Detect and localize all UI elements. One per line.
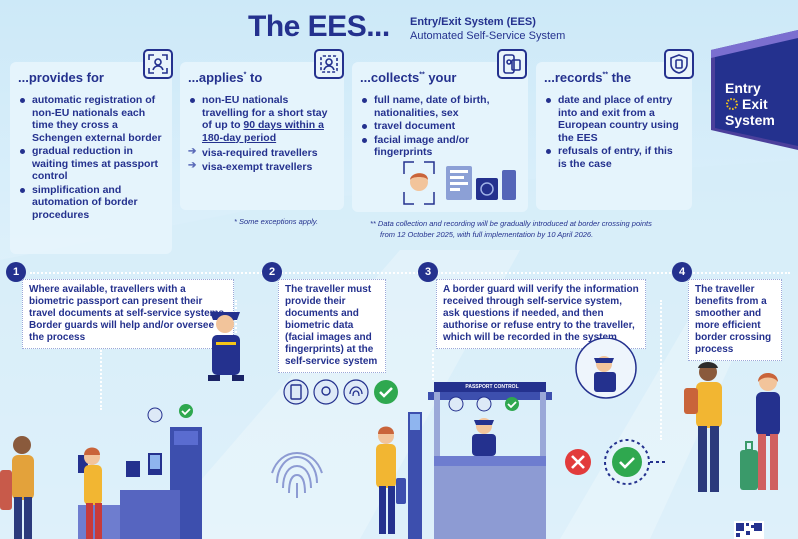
connector-line (30, 272, 790, 274)
biometric-icons-row (283, 379, 398, 405)
applies-title-post: to (246, 70, 263, 85)
passport-control-booth-scene (376, 338, 668, 539)
card-records-list: date and place of entry into and exit fr… (544, 94, 684, 170)
list-item: simplification and automation of border … (18, 184, 164, 222)
card-records-title: ...records** the (544, 70, 684, 85)
list-item: automatic registration of non-EU nationa… (18, 94, 164, 144)
collects-title-pre: ...collects (360, 70, 420, 85)
list-item: facial image and/or fingerprints (360, 134, 520, 159)
records-title-sup: ** (602, 71, 608, 79)
applies-footnote: * Some exceptions apply. (234, 217, 319, 226)
list-item-arrow: visa-required travellers (188, 146, 336, 160)
phone-passport-icon (497, 49, 527, 79)
passport-shield-icon (664, 49, 694, 79)
connector-line (100, 350, 102, 410)
list-item: date and place of entry into and exit fr… (544, 94, 684, 144)
records-title-post: the (607, 70, 632, 85)
ees-flag-badge (711, 30, 798, 150)
subtitle-text: Automated Self-Service System (410, 30, 566, 42)
passport-control-sign: PASSPORT CONTROL (465, 384, 519, 390)
page-subtitle: Entry/Exit System (EES) Automated Self-S… (410, 15, 565, 43)
qr-code (734, 521, 764, 539)
applies-title-pre: ...applies (188, 70, 244, 85)
face-biometrics-illustration (403, 161, 516, 205)
badge-system: System (725, 112, 775, 128)
card-provides: ...provides for automatic registration o… (10, 62, 172, 254)
connector-line (432, 350, 434, 380)
step-number-1: 1 (6, 262, 26, 282)
collects-title-sup: ** (419, 71, 425, 79)
list-item: non-EU nationals travelling for a short … (188, 94, 336, 144)
card-records: ...records** the date and place of entry… (536, 62, 692, 210)
step-number-3: 3 (418, 262, 438, 282)
badge-entry: Entry (725, 80, 761, 96)
step-3-text: A border guard will verify the informati… (436, 279, 646, 349)
badge-exit-row: Exit (725, 96, 775, 112)
applies-item-underlined: 90 days within a 180-day period (202, 119, 324, 144)
card-applies-title: ...applies* to (188, 70, 336, 85)
face-scan-icon (143, 49, 173, 79)
records-title-pre: ...records (544, 70, 603, 85)
happy-travellers-scene (684, 362, 780, 492)
collection-note-line1: ** Data collection and recording will be… (370, 219, 652, 228)
step-number-2: 2 (262, 262, 282, 282)
list-item: travel document (360, 120, 520, 133)
connector-line (660, 300, 662, 440)
face-icon (313, 379, 339, 405)
face-frame-icon (314, 49, 344, 79)
card-collects-list: full name, date of birth, nationalities,… (360, 94, 520, 159)
fingerprint-icon (343, 379, 369, 405)
card-applies-list: non-EU nationals travelling for a short … (188, 94, 336, 173)
self-service-kiosk-scene (0, 404, 202, 539)
ees-badge-text: Entry Exit System (725, 80, 775, 128)
collection-note-line2: from 12 October 2025, with full implemen… (380, 230, 594, 239)
list-item: gradual reduction in waiting times at pa… (18, 145, 164, 183)
applies-title-sup: * (243, 71, 247, 79)
subtitle-bold: Entry/Exit System (EES) (410, 16, 536, 28)
step-2-text: The traveller must provide their documen… (278, 279, 386, 373)
step-number-4: 4 (672, 262, 692, 282)
card-applies: ...applies* to non-EU nationals travelli… (180, 62, 344, 210)
step-4-text: The traveller benefits from a smoother a… (688, 279, 782, 361)
list-item: refusals of entry, if this is the case (544, 145, 684, 170)
badge-exit: Exit (742, 96, 768, 112)
border-guard-illustration (208, 312, 244, 381)
collection-note: ** Data collection and recording will be… (370, 218, 700, 240)
list-item-arrow: visa-exempt travellers (188, 160, 336, 174)
step-1-text: Where available, travellers with a biome… (22, 279, 234, 349)
checkmark-icon (374, 380, 398, 404)
applies-item-text: non-EU nationals travelling for a short … (202, 94, 328, 131)
card-collects: ...collects** your full name, date of bi… (352, 62, 528, 212)
card-collects-title: ...collects** your (360, 70, 520, 85)
list-item: full name, date of birth, nationalities,… (360, 94, 520, 119)
eu-stars-icon (726, 98, 738, 110)
card-provides-title: ...provides for (18, 70, 104, 85)
page-title: The EES... (248, 10, 390, 43)
card-provides-list: automatic registration of non-EU nationa… (18, 94, 164, 221)
passport-icon (283, 379, 309, 405)
collects-title-post: your (424, 70, 457, 85)
fingerprint-icon (271, 451, 323, 498)
